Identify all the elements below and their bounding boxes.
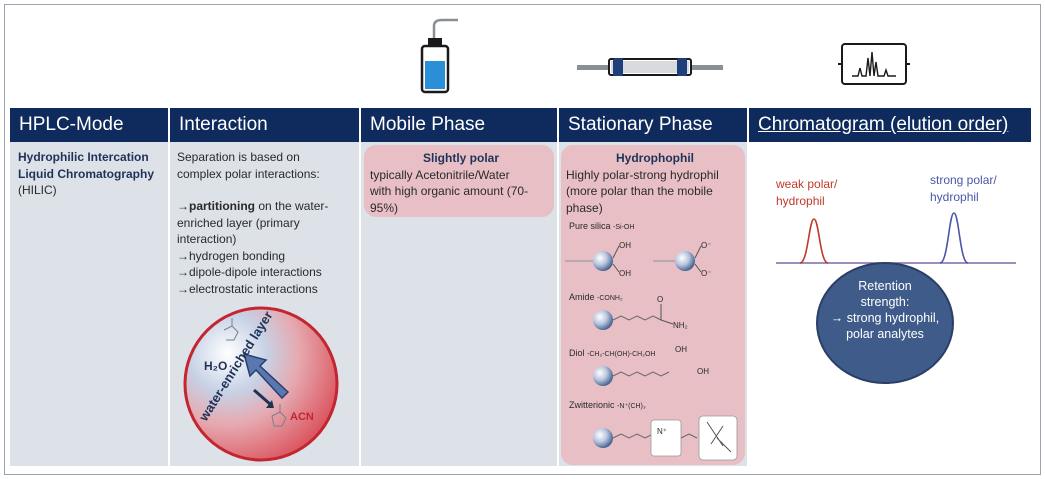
header-mobile-phase: Mobile Phase [361, 108, 557, 142]
partitioning-term: partitioning [189, 199, 255, 213]
silica-name: Pure silica [569, 221, 611, 231]
interaction-item-2: →electrostatic interactions [177, 281, 357, 298]
zwitterionic-name: Zwitterionic [569, 400, 615, 410]
retention-line-1: strength: [860, 295, 910, 309]
strong-polar-label: strong polar/ hydrophil [930, 172, 997, 205]
weak-polar-peak [799, 218, 829, 264]
silica-o-minus-2: O⁻ [701, 269, 711, 278]
stationary-phase-text: Hydrophophil Highly polar-strong hydroph… [566, 150, 744, 216]
arrow-glyph: → [177, 281, 189, 296]
interaction-item-0-text: hydrogen bonding [189, 248, 286, 263]
mode-description: Hydrophilic Intercation Liquid Chromatog… [18, 149, 168, 199]
svg-text:Pure silica -Si-OH: Pure silica -Si-OH [569, 221, 634, 231]
mobile-phase-box [364, 145, 554, 217]
amide-formula: -CONH₂ [597, 295, 623, 302]
header-chromatogram-text: Chromatogram (elution order) [758, 114, 1009, 135]
header-hplc-mode: HPLC-Mode [10, 108, 168, 142]
arrow-glyph: → [177, 199, 189, 213]
stationary-line-1: (more polar than the mobile [566, 184, 713, 198]
stationary-line-2: phase) [566, 200, 603, 215]
wash-bottle-icon [420, 18, 458, 94]
mode-name-line-1: Hydrophilic Intercation [18, 150, 149, 164]
mobile-line-2: 95%) [370, 200, 399, 215]
mobile-line-1: with high organic amount (70- [370, 184, 529, 198]
amide-nh2: NH₂ [673, 321, 688, 330]
interaction-enriched-line: enriched layer (primary [177, 215, 300, 230]
hplc-column-icon [577, 58, 723, 76]
arrow-glyph: → [177, 248, 189, 263]
elution-chromatogram [776, 212, 1016, 264]
diol-oh-2: OH [697, 367, 709, 376]
interaction-intro-1: Separation is based on [177, 150, 300, 164]
weak-polar-line-1: weak polar/ [776, 177, 838, 191]
diol-formula: -CH₂-CH(OH)-CH₂OH [587, 351, 655, 358]
amide-o: O [657, 295, 663, 304]
interaction-item-1: →dipole-dipole interactions [177, 264, 357, 281]
strong-polar-line-2: hydrophil [930, 189, 979, 204]
header-chromatogram: Chromatogram (elution order) [749, 108, 1031, 142]
svg-text:Diol -CH₂-CH(OH)-CH₂OH: Diol -CH₂-CH(OH)-CH₂OH [569, 348, 655, 358]
silica-formula: -Si-OH [613, 224, 634, 231]
silica-oh-2: OH [619, 269, 631, 278]
header-stationary-phase: Stationary Phase [559, 108, 747, 142]
stationary-phase-structures: Pure silica -Si-OH OH OH O⁻ O⁻ Amide -CO… [565, 221, 738, 461]
retention-line-2: → strong hydrophil, [830, 311, 940, 325]
weak-polar-line-2: hydrophil [776, 193, 825, 208]
diol-name: Diol [569, 348, 585, 358]
water-layer-diagram: water-enriched layer H₂O ACN [183, 306, 339, 462]
stationary-phase-title: Hydrophophil [616, 151, 694, 165]
zwitterionic-formula: -N⁺(CH)₃ [617, 403, 646, 410]
diol-oh-1: OH [675, 345, 687, 354]
mobile-phase-text: Slightly polar typically Acetonitrile/Wa… [370, 150, 552, 216]
silica-oh-1: OH [619, 241, 631, 250]
header-interaction: Interaction [170, 108, 359, 142]
interaction-description: Separation is based on complex polar int… [177, 149, 357, 297]
strong-polar-peak [939, 212, 969, 264]
interaction-item-2-text: electrostatic interactions [189, 281, 318, 296]
weak-polar-label: weak polar/ hydrophil [776, 176, 837, 209]
arrow-glyph: → [177, 265, 189, 279]
partitioning-rest: on the water- [255, 199, 329, 213]
mode-abbreviation: (HILIC) [18, 183, 57, 197]
stationary-phase-box [561, 145, 745, 465]
mobile-line-0: typically Acetonitrile/Water [370, 167, 510, 182]
silica-o-minus-1: O⁻ [701, 241, 711, 250]
amide-name: Amide [569, 292, 595, 302]
retention-line-0: Retention [858, 279, 912, 293]
retention-line-3: polar analytes [846, 327, 924, 341]
chromatogram-icon [838, 43, 910, 85]
strong-polar-line-1: strong polar/ [930, 173, 997, 187]
acn-label: ACN [290, 411, 314, 423]
svg-text:Amide -CONH₂: Amide -CONH₂ [569, 292, 623, 302]
interaction-item-0: →hydrogen bonding [177, 248, 357, 265]
interaction-item-1-text: dipole-dipole interactions [189, 265, 322, 279]
svg-text:Zwitterionic -N⁺(CH)₃: Zwitterionic -N⁺(CH)₃ [569, 400, 646, 410]
stationary-line-0: Highly polar-strong hydrophil [566, 167, 719, 182]
retention-circle: Retention strength: → strong hydrophil, … [816, 262, 954, 384]
column-hplc-mode [10, 142, 168, 466]
interaction-partitioning-line: →partitioning on the water- [177, 198, 357, 215]
zwitterionic-n-plus: N⁺ [657, 427, 667, 436]
interaction-intro-2: complex polar interactions: [177, 166, 320, 181]
interaction-primary-line: interaction) [177, 232, 237, 246]
mobile-phase-title: Slightly polar [422, 151, 499, 165]
mode-name-line-2: Liquid Chromatography [18, 166, 154, 181]
water-label: H₂O [204, 359, 227, 373]
